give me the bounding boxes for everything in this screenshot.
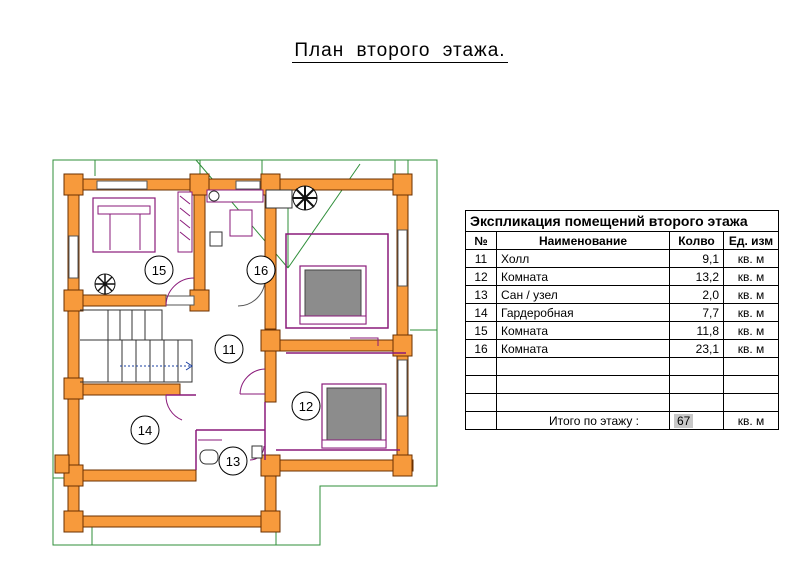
wardrobe-room15 [177,191,193,253]
row-qty: 23,1 [669,339,724,358]
row-number: 12 [465,267,497,286]
room-number-15: 15 [152,263,166,278]
room-label-11: 11 [214,334,244,364]
wall-stair-south [67,383,181,396]
partitions [166,233,406,470]
table-row: 15 Комната 11,8 кв. м [465,321,779,340]
room-number-16: 16 [254,263,268,278]
room-number-12: 12 [299,399,313,414]
wall-south [67,515,277,528]
row-unit: кв. м [723,339,779,358]
table-total-row: Итого по этажу : 67 кв. м [465,411,779,430]
header-number: № [465,231,497,250]
table-row: 14 Гардеробная 7,7 кв. м [465,303,779,322]
room-number-13: 13 [226,454,240,469]
door-swings [165,277,379,461]
row-unit: кв. м [723,303,779,322]
wall-room15-east [193,178,206,307]
table-row-empty [465,393,779,412]
row-name: Комната [496,339,670,358]
row-name: Гардеробная [496,303,670,322]
header-qty: Колво [669,231,724,250]
bed-room15 [92,197,156,253]
row-unit: кв. м [723,321,779,340]
room-label-13: 13 [218,446,248,476]
bed-room16 [299,265,367,325]
table-row-empty [465,357,779,376]
row-unit: кв. м [723,285,779,304]
row-unit: кв. м [723,267,779,286]
furniture-room16 [206,189,293,247]
row-number: 16 [465,339,497,358]
room-label-15: 15 [144,255,174,285]
toilet-icon [199,449,219,465]
row-number: 14 [465,303,497,322]
table-caption: Экспликация помещений второго этажа [465,210,779,232]
page-title: План второго этажа. [0,40,800,63]
table-row: 12 Комната 13,2 кв. м [465,267,779,286]
row-name: Комната [496,267,670,286]
header-unit: Ед. изм [723,231,779,250]
table-row: 16 Комната 23,1 кв. м [465,339,779,358]
row-qty: 9,1 [669,249,724,268]
row-unit: кв. м [723,249,779,268]
plant-icon-room16 [292,185,318,211]
wall-room12-north [264,339,411,352]
table-row: 11 Холл 9,1 кв. м [465,249,779,268]
row-name: Холл [496,249,670,268]
row-qty: 7,7 [669,303,724,322]
table-row: 13 Сан / узел 2,0 кв. м [465,285,779,304]
row-number: 13 [465,285,497,304]
row-number: 11 [465,249,497,268]
wall-room14-south [67,469,197,482]
total-value: 67 [674,413,694,428]
wall-east [396,178,409,472]
bed-room12 [321,383,387,449]
row-name: Комната [496,321,670,340]
row-number: 15 [465,321,497,340]
page-title-text: План второго этажа. [292,40,508,63]
header-name: Наименование [496,231,670,250]
windows [68,180,408,417]
room-label-16: 16 [246,255,276,285]
room-label-12: 12 [291,391,321,421]
table-header-row: № Наименование Колво Ед. изм [465,231,779,250]
plant-icons [94,185,318,295]
room-label-14: 14 [130,415,160,445]
sink-icon [251,445,263,459]
table-row-empty [465,375,779,394]
sanitary-fixtures [199,445,263,465]
total-unit: кв. м [723,411,779,430]
row-qty: 13,2 [669,267,724,286]
row-name: Сан / узел [496,285,670,304]
room-labels: 15 16 11 12 14 13 [130,255,321,476]
plant-icon-room15 [94,273,116,295]
total-label: Итого по этажу : [496,411,670,430]
room-number-14: 14 [138,423,152,438]
rooms-table: Экспликация помещений второго этажа № На… [465,210,779,430]
wall-south-east [264,459,414,472]
room-number-11: 11 [222,342,236,357]
row-qty: 11,8 [669,321,724,340]
staircase [80,309,193,383]
row-qty: 2,0 [669,285,724,304]
